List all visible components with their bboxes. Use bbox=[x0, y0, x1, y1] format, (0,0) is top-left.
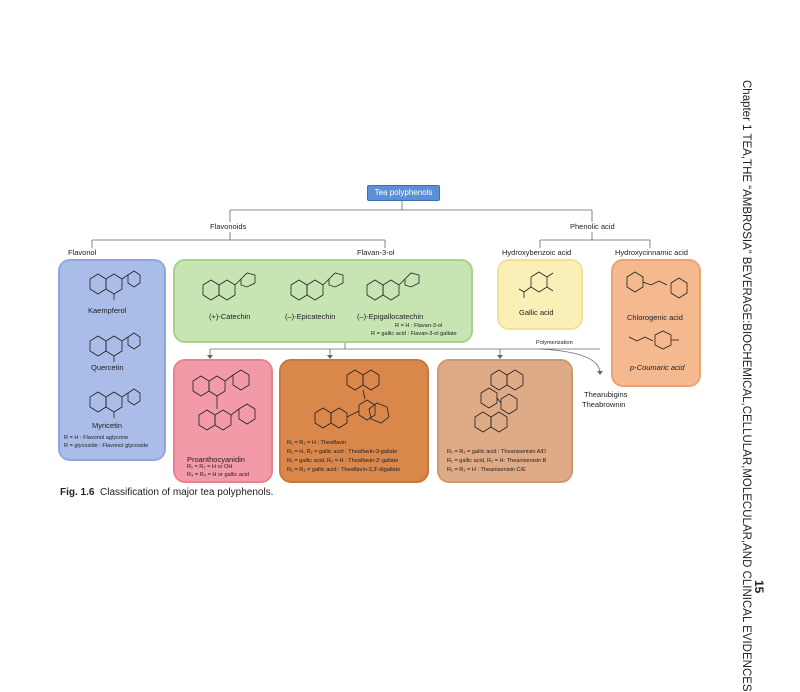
tree-connectors bbox=[91, 200, 651, 375]
gallic-acid-box: Gallic acid bbox=[497, 259, 583, 330]
figure-caption-text: Classification of major tea polyphenols. bbox=[100, 487, 274, 498]
theaflavin-box: R₁ = R₂ = H : Theaflavin R₁ = H, R₂ = ga… bbox=[279, 359, 429, 483]
branch-phenolic-acid: Phenolic acid bbox=[570, 222, 615, 231]
proanthocyanidin-label: Proanthocyanidin bbox=[187, 455, 245, 464]
subbranch-hydroxybenzoic: Hydroxybenzoic acid bbox=[502, 248, 572, 257]
quercetin-structure bbox=[89, 332, 141, 362]
proanthocyanidin-box: Proanthocyanidin R₁ = R₂ = H or OH R₃ = … bbox=[173, 359, 273, 483]
theaflavin-line-3: R₁ = gallic acid, R₂ = H : Theaflavin-3′… bbox=[287, 458, 399, 464]
epicatechin-structure bbox=[290, 272, 344, 301]
chlorogenic-acid-label: Chlorogenic acid bbox=[627, 313, 683, 322]
kaempferol-label: Kaempferol bbox=[88, 306, 127, 315]
proanthocyanidin-structure bbox=[192, 369, 256, 431]
theasinensin-box: R₁ = R₂ = gallic acid : Theanisenisin A/… bbox=[437, 359, 573, 483]
proanthocyanidin-line-1: R₁ = R₂ = H or OH bbox=[187, 464, 233, 470]
theaflavin-line-4: R₁ = R₂ = gallic acid : Theaflavin-3,3′-… bbox=[287, 467, 401, 473]
subbranch-flavan-3-ol: Flavan-3-ol bbox=[357, 248, 395, 257]
theasinensin-line-3: R₁ = R₂ = H : Theanisenisin C/E bbox=[447, 467, 526, 473]
subbranch-hydroxycinnamic: Hydroxycinnamic acid bbox=[615, 248, 688, 257]
p-coumaric-acid-structure bbox=[628, 330, 679, 350]
flavanol-note-1: R = H : Flavan-3-ol bbox=[395, 323, 443, 329]
kaempferol-structure bbox=[89, 270, 141, 300]
theasinensin-line-2: R₁ = gallic acid, R₂ = H: Theanisenisin … bbox=[447, 458, 547, 464]
gallic-acid-structure bbox=[518, 271, 554, 298]
myricetin-structure bbox=[89, 388, 141, 418]
chlorogenic-acid-structure bbox=[626, 271, 688, 299]
theasinensin-structure bbox=[474, 369, 524, 433]
catechin-structure bbox=[202, 272, 256, 301]
polymerization-label: Polymerization bbox=[536, 340, 573, 346]
catechin-label: (+)-Catechin bbox=[209, 312, 251, 321]
flavonol-box: Kaempferol Quercetin Myricetin R = H : F… bbox=[58, 259, 166, 461]
epigallocatechin-structure bbox=[366, 272, 420, 301]
quercetin-label: Quercetin bbox=[91, 363, 124, 372]
figure-caption: Fig. 1.6 Classification of major tea pol… bbox=[60, 487, 273, 498]
theasinensin-line-1: R₁ = R₂ = gallic acid : Theanisenisin A/… bbox=[447, 449, 547, 455]
epigallocatechin-label: (–)-Epigallocatechin bbox=[357, 312, 424, 321]
gallic-acid-label: Gallic acid bbox=[519, 308, 554, 317]
flavanol-box: (+)-Catechin (–)-Epicatechin (–)-Epigall… bbox=[173, 259, 473, 343]
proanthocyanidin-line-2: R₃ = R₄ = H or gallic acid bbox=[187, 472, 250, 478]
root-node-tea-polyphenols: Tea polyphenols bbox=[367, 185, 440, 201]
subbranch-flavonol: Flavonol bbox=[68, 248, 97, 257]
theaflavin-structure bbox=[314, 369, 390, 429]
myricetin-label: Myricetin bbox=[92, 421, 123, 430]
epicatechin-label: (–)-Epicatechin bbox=[285, 312, 336, 321]
branch-flavonoids: Flavonoids bbox=[210, 222, 247, 231]
flavonol-note-2: R = glycoside : Flavonol glycoside bbox=[64, 443, 149, 449]
page-number: 15 bbox=[752, 580, 766, 594]
theaflavin-line-2: R₁ = H, R₂ = gallic acid : Theaflavin-3-… bbox=[287, 449, 398, 455]
running-header: Chapter 1 TEA,THE “AMBROSIA” BEVERAGE:BI… bbox=[740, 80, 772, 692]
running-header-text: Chapter 1 TEA,THE “AMBROSIA” BEVERAGE:BI… bbox=[740, 80, 752, 692]
figure-caption-label: Fig. 1.6 bbox=[60, 487, 95, 498]
p-coumaric-acid-label: p-Coumaric acid bbox=[630, 363, 685, 372]
thearubigins-label: Thearubigins bbox=[584, 390, 628, 399]
theaflavin-line-1: R₁ = R₂ = H : Theaflavin bbox=[287, 440, 347, 446]
flavonol-note-1: R = H : Flavonol aglycone bbox=[64, 435, 129, 441]
hydroxycinnamic-box: Chlorogenic acid p-Coumaric acid bbox=[611, 259, 701, 387]
flavanol-note-2: R = gallic acid : Flavan-3-ol gallate bbox=[371, 331, 457, 337]
theabrownin-label: Theabrownin bbox=[582, 400, 626, 409]
